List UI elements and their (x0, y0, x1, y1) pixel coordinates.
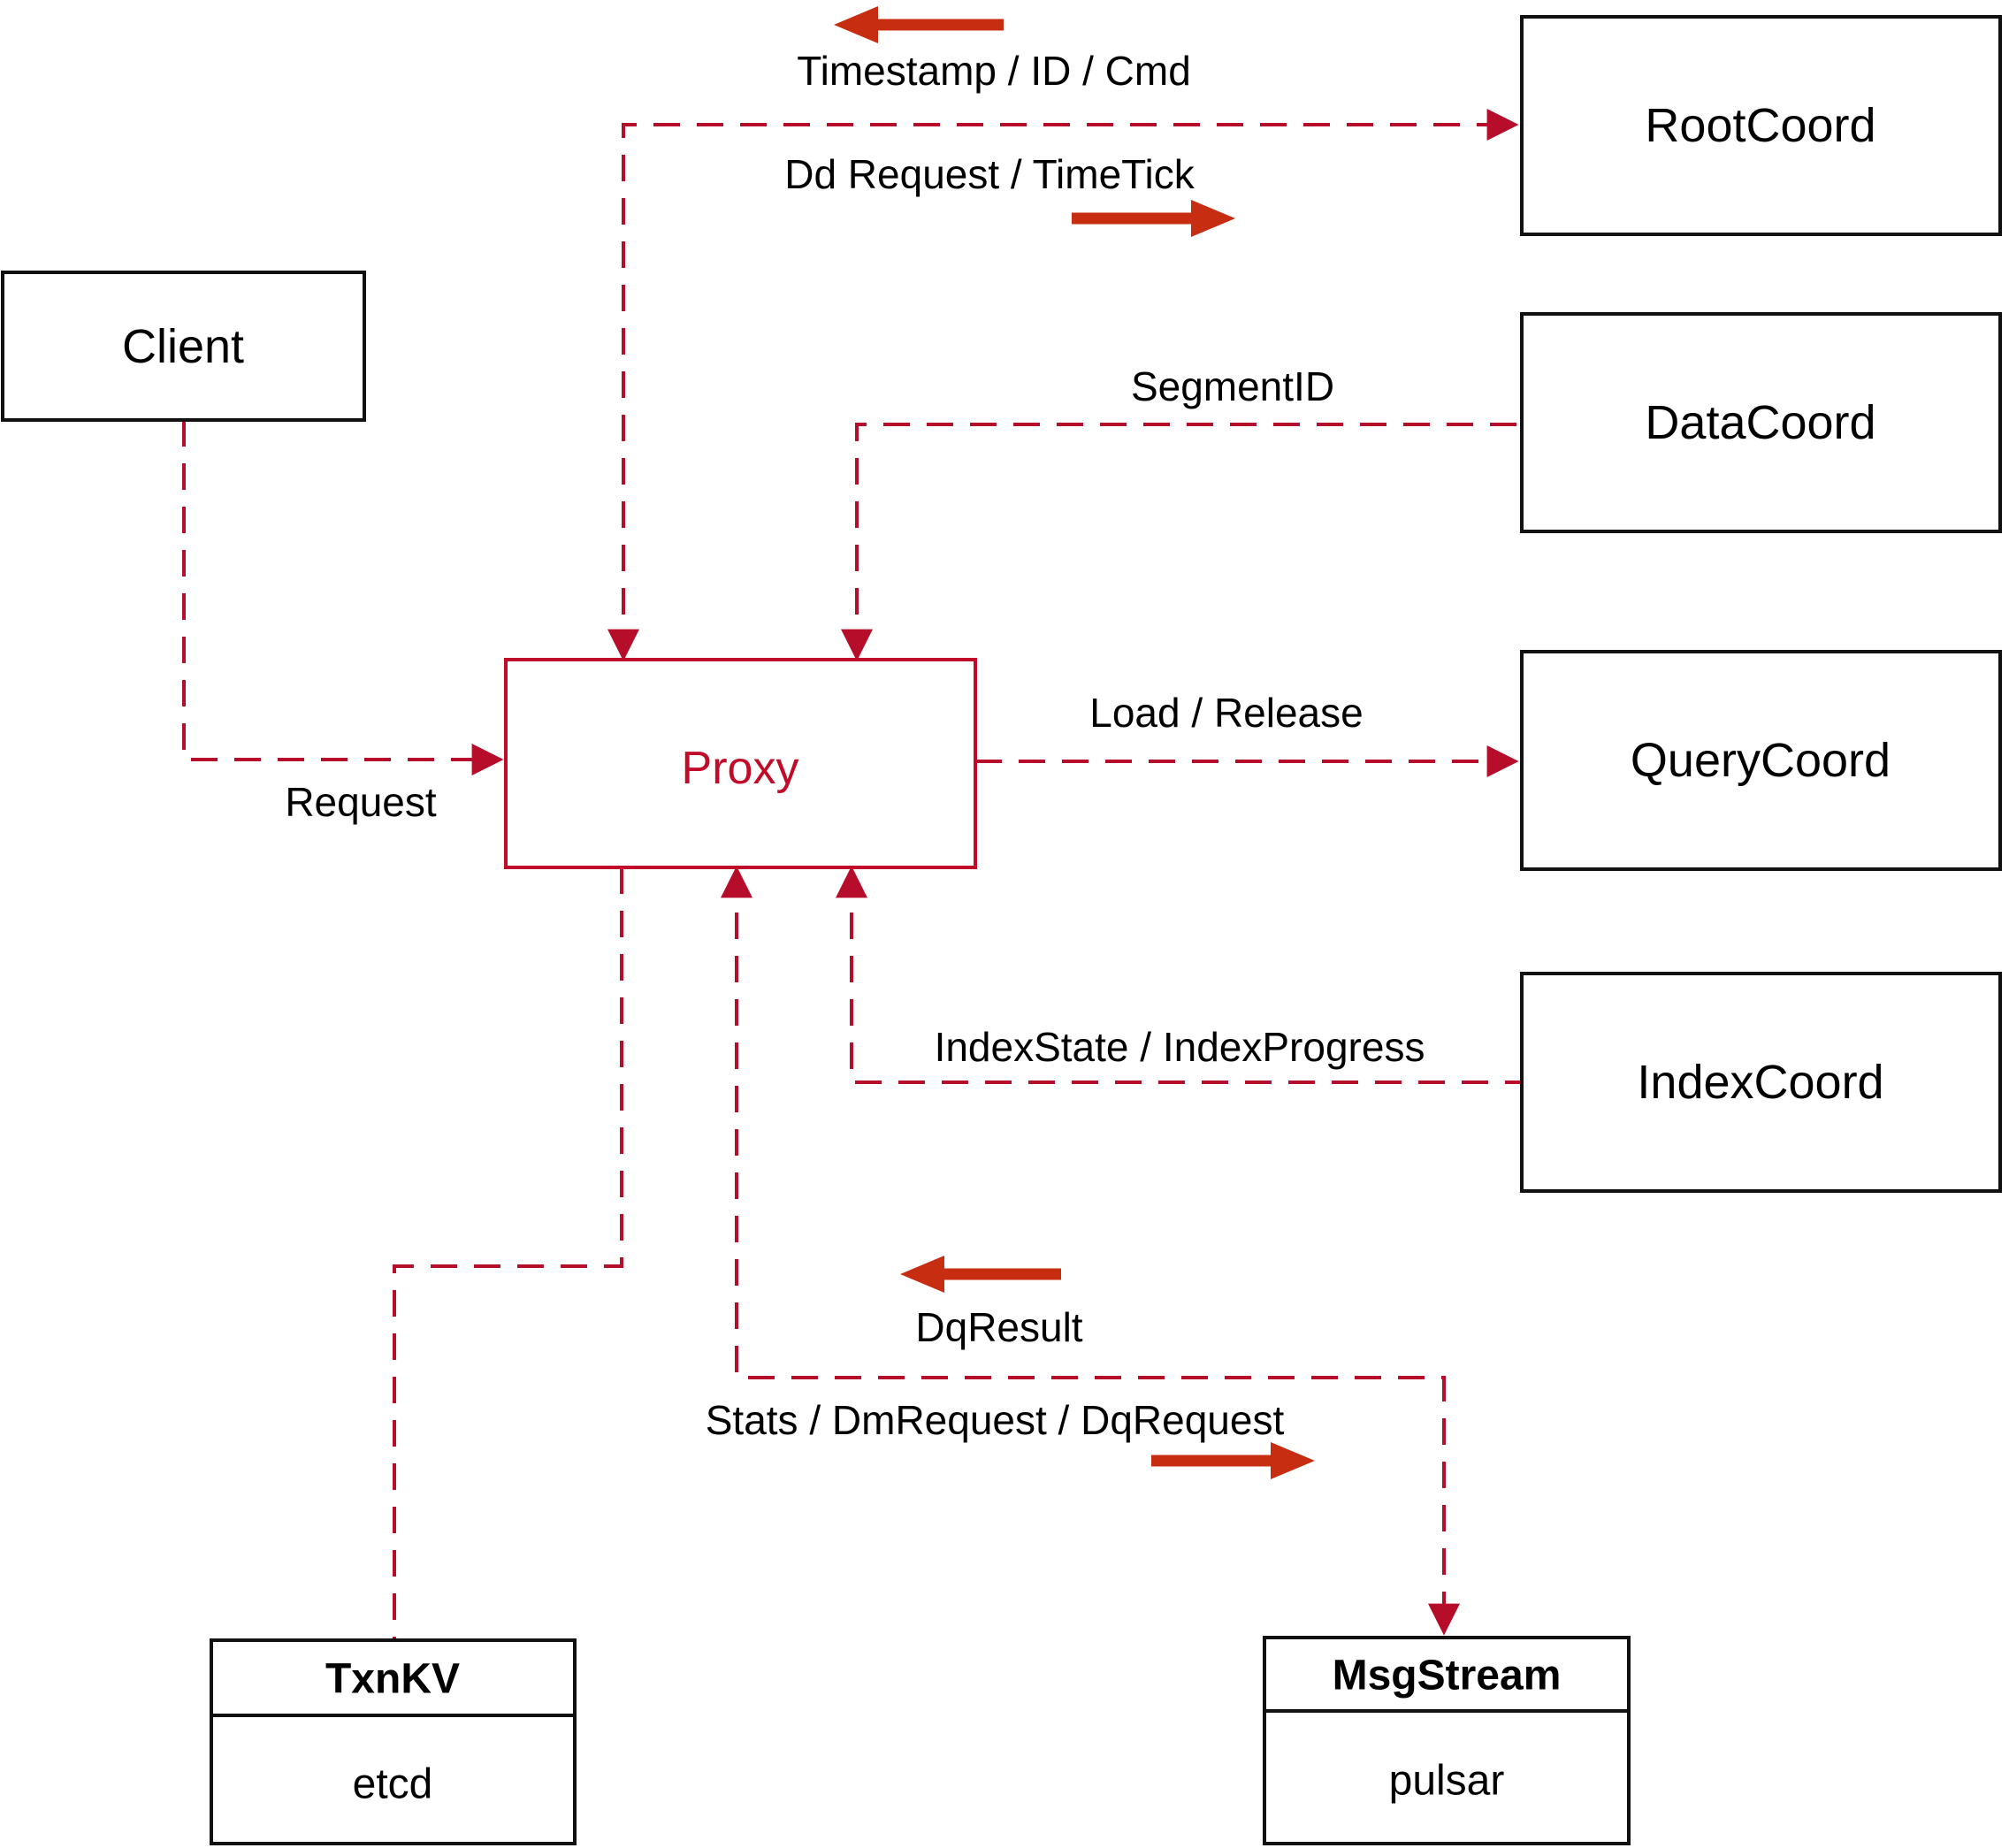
edge-client-proxy (182, 420, 504, 775)
edge-label-request: Request (285, 779, 437, 825)
edge-proxy-txnkv (393, 867, 623, 1638)
indexcoord-box (1520, 972, 2002, 1193)
rootcoord-box (1520, 15, 2002, 236)
querycoord-box (1520, 650, 2002, 871)
node-proxy: Proxy (504, 658, 977, 869)
rootcoord-label: RootCoord (1645, 99, 1875, 152)
edge-proxy-msgstream (721, 866, 1460, 1636)
txnkv-impl: etcd (353, 1761, 433, 1808)
node-datacoord: DataCoord (1520, 312, 2002, 533)
node-msgstream: MsgStream pulsar (1263, 1636, 1631, 1845)
txnkv-title: TxnKV (325, 1656, 460, 1703)
node-rootcoord: RootCoord (1520, 15, 2002, 236)
txnkv-box (210, 1638, 577, 1845)
proxy-box (504, 658, 977, 869)
edge-label-segment-id: SegmentID (1131, 363, 1334, 409)
edge-proxy-rootcoord (607, 109, 1519, 661)
edge-label-timestamp-id-cmd: Timestamp / ID / Cmd (797, 48, 1191, 94)
indexcoord-label: IndexCoord (1637, 1056, 1883, 1109)
edge-datacoord-proxy (841, 423, 1522, 661)
proxy-label: Proxy (682, 743, 799, 794)
direction-arrow-right-ddrequest (1072, 200, 1235, 237)
datacoord-box (1520, 312, 2002, 533)
edge-label-dq-result: DqResult (915, 1304, 1082, 1350)
direction-arrow-left-dqresult (900, 1256, 1061, 1293)
msgstream-impl: pulsar (1389, 1758, 1505, 1805)
datacoord-label: DataCoord (1645, 396, 1875, 449)
node-txnkv: TxnKV etcd (210, 1638, 577, 1845)
edge-label-index-state: IndexState / IndexProgress (935, 1024, 1425, 1070)
edge-label-load-release: Load / Release (1089, 690, 1363, 736)
edge-label-dd-request-timetick: Dd Request / TimeTick (784, 151, 1195, 197)
node-querycoord: QueryCoord (1520, 650, 2002, 871)
direction-arrow-right-stats (1151, 1442, 1315, 1479)
direction-arrow-left-timestamp (834, 6, 1004, 43)
node-indexcoord: IndexCoord (1520, 972, 2002, 1193)
client-box (1, 271, 366, 422)
client-label: Client (122, 320, 244, 373)
node-client: Client (1, 271, 366, 422)
querycoord-label: QueryCoord (1631, 734, 1891, 787)
edge-label-stats-dm-dq: Stats / DmRequest / DqRequest (706, 1397, 1285, 1443)
msgstream-box (1263, 1636, 1631, 1845)
msgstream-title: MsgStream (1333, 1653, 1562, 1699)
